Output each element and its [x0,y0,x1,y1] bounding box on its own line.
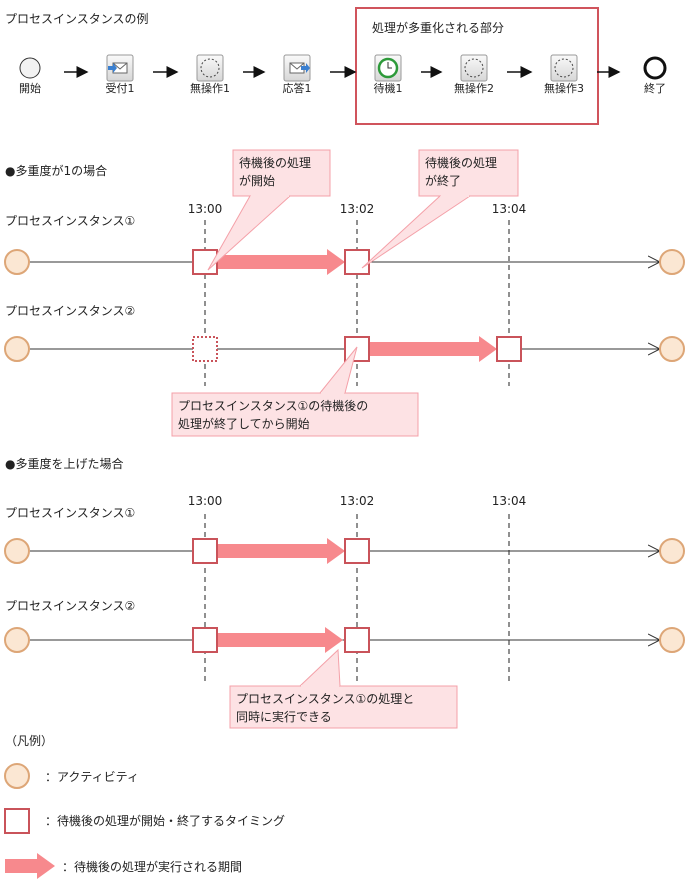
callout-pointer [207,195,291,271]
section-heading: ●多重度を上げた場合 [5,456,123,471]
callout-pointer [361,195,471,269]
activity-circle [4,763,30,789]
legend-label: ：アクティビティ [45,770,139,784]
callout-text-line: 同時に実行できる [236,709,332,724]
callout-box [171,392,419,437]
start-event-icon [19,57,41,79]
time-label: 13:02 [340,202,375,216]
group-label: 処理が多重化される部分 [372,20,504,35]
dashed-circle [200,58,220,78]
flow-node: 無操作1 [190,54,230,95]
timing-square [192,538,218,564]
flow-node: 終了 [643,56,667,95]
flow-node-label: 無操作1 [190,81,230,95]
legend-label: ：待機後の処理が開始・終了するタイミング [45,813,285,828]
flow-node-label: 無操作3 [544,81,584,95]
timing-square [192,249,218,275]
flow-node-label: 開始 [19,81,41,95]
callout-box [229,685,458,729]
timing-square [496,336,522,362]
time-label: 13:00 [188,494,223,508]
activity-circle [659,249,685,275]
callout-text-line: 処理が終了してから開始 [178,416,310,431]
no-op-icon [460,54,488,82]
timer-clock-icon [374,54,402,82]
timing-square [344,627,370,653]
send-message-icon [283,54,311,82]
page-title: プロセスインスタンスの例 [5,12,149,26]
arrow [301,63,310,73]
time-label: 13:04 [492,494,527,508]
timing-square [4,808,30,834]
callout-box [232,149,331,197]
envelope-flap [289,62,305,70]
pending-timing-square [192,336,218,362]
period-arrow [218,538,345,564]
timing-square [344,538,370,564]
end-event-icon [643,56,667,80]
callout-text: 待機後の処理が開始 [239,155,311,188]
row-label: プロセスインスタンス② [5,304,135,318]
dashed-circle [554,58,574,78]
flow-node: 受付1 [106,54,135,95]
activity-circle [4,336,30,362]
legend-label: ：待機後の処理が実行される期間 [62,859,242,874]
callout-pointer [299,648,341,687]
receive-message-icon [106,54,134,82]
flow-node-label: 無操作2 [454,81,494,95]
section-heading: ●多重度が1の場合 [5,163,107,178]
callout-text-line: 待機後の処理 [425,155,497,170]
time-label: 13:00 [188,202,223,216]
arrow [108,63,117,73]
callout-text-line: が開始 [239,173,275,188]
activity-circle [659,336,685,362]
callout-text-line: 待機後の処理 [239,155,311,170]
timing-square [192,627,218,653]
flow-node-label: 受付1 [106,82,135,95]
callout: 待機後の処理が開始 [207,149,331,271]
envelope-flap [112,62,128,70]
timing-square [344,249,370,275]
no-op-icon [550,54,578,82]
flow-node-label: 終了 [644,81,666,95]
period-arrow [218,249,345,275]
legend-heading: （凡例） [5,734,53,748]
period-arrow [370,336,497,362]
dashed-circle [464,58,484,78]
flow-node-label: 応答1 [283,81,312,95]
flow-node: 待機1 [374,54,403,95]
callout-text-line: プロセスインスタンス①の待機後の [178,398,368,413]
activity-circle [4,627,30,653]
time-label: 13:04 [492,202,527,216]
activity-circle [659,627,685,653]
no-op-icon [196,54,224,82]
row-label: プロセスインスタンス① [5,214,135,228]
time-label: 13:02 [340,494,375,508]
callout-text-line: が終了 [425,173,461,188]
clock-hands [387,62,392,69]
flow-node-label: 待機1 [374,81,403,95]
flow-node: 開始 [19,57,41,95]
period-arrow [218,627,343,653]
flow-node: 応答1 [283,54,312,95]
callout-text-line: プロセスインスタンス①の処理と [236,692,414,706]
callout-pointer [319,346,358,394]
period-arrow [5,853,55,879]
activity-circle [4,249,30,275]
row-label: プロセスインスタンス① [5,506,135,520]
activity-circle [659,538,685,564]
flow-node: 無操作3 [544,54,584,95]
flow-node: 無操作2 [454,54,494,95]
row-label: プロセスインスタンス② [5,599,135,613]
activity-circle [4,538,30,564]
